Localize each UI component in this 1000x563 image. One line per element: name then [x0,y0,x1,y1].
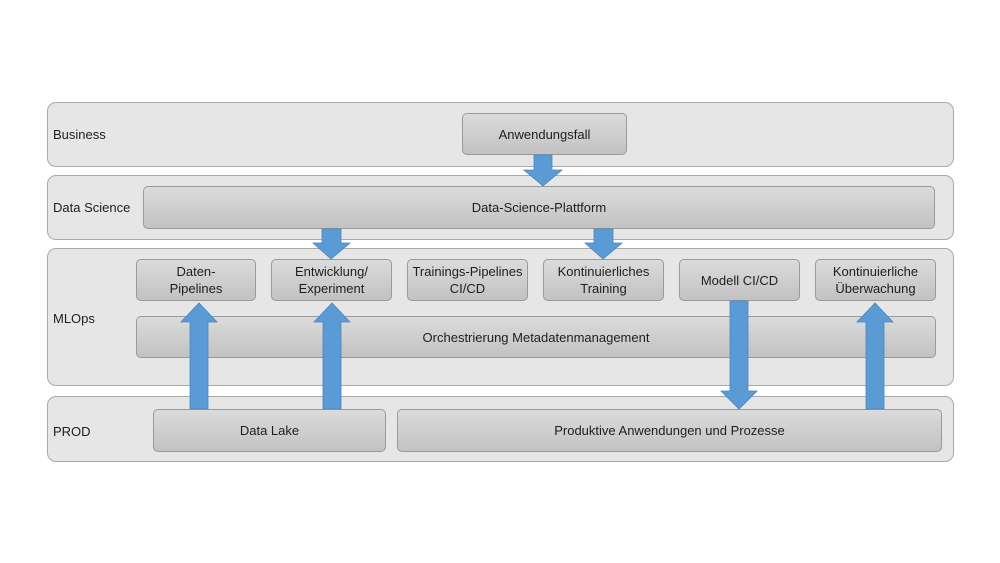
data-lake-box: Data Lake [153,409,386,452]
kontinuierliche-ueberwachung-box: Kontinuierliche Überwachung [815,259,936,301]
kontinuierliches-training-box: Kontinuierliches Training [543,259,664,301]
data-science-label: Data Science [53,200,131,215]
trainings-pipelines-box: Trainings-Pipelines CI/CD [407,259,528,301]
daten-pipelines-box: Daten- Pipelines [136,259,256,301]
arrow-up-daten-pipelines [180,302,218,410]
modell-cicd-box: Modell CI/CD [679,259,800,301]
anwendungsfall-box: Anwendungsfall [462,113,627,155]
arrow-down-anwendungsfall [522,154,564,187]
arrow-up-entwicklung [313,302,351,410]
data-science-plattform-box: Data-Science-Plattform [143,186,935,229]
arrow-down-produktive [720,300,758,410]
mlops-label: MLOps [53,311,95,326]
arrow-down-training [583,228,624,260]
entwicklung-experiment-box: Entwicklung/ Experiment [271,259,392,301]
produktive-anwendungen-box: Produktive Anwendungen und Prozesse [397,409,942,452]
prod-label: PROD [53,424,91,439]
arrow-up-ueberwachung [856,302,894,410]
arrow-down-entwicklung [311,228,352,260]
orchestrierung-box: Orchestrierung Metadatenmanagement [136,316,936,358]
business-label: Business [53,127,106,142]
